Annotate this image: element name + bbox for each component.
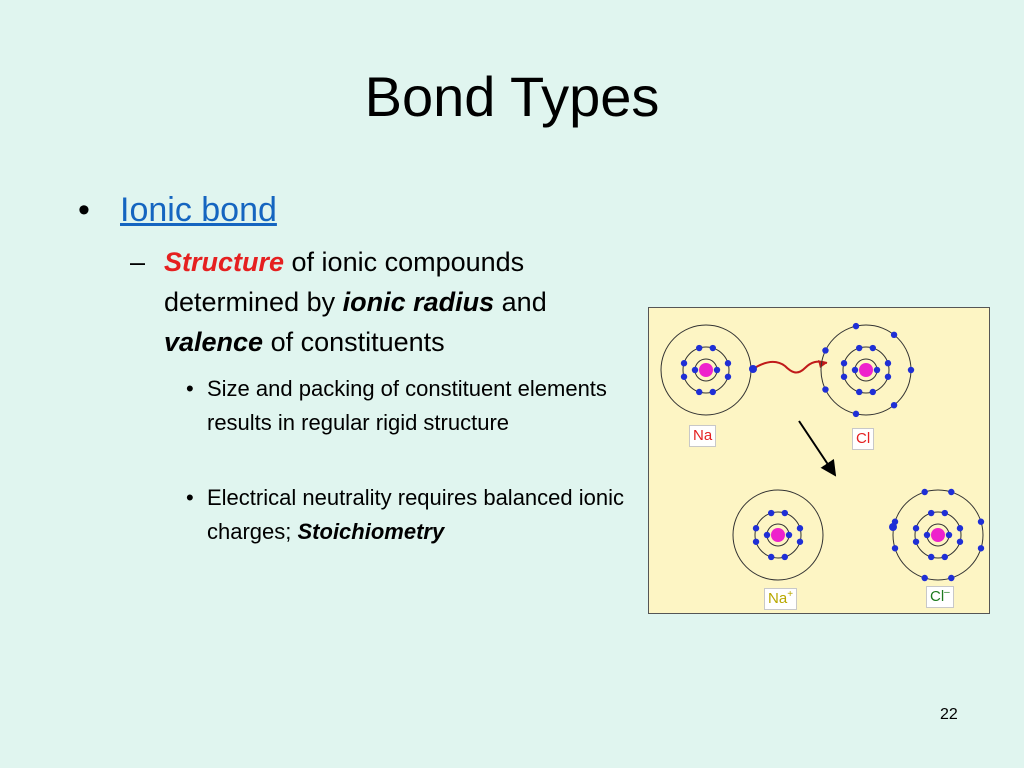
cl-ion-electron (923, 531, 931, 539)
cl-ion-symbol: Cl (930, 588, 945, 605)
na-ion-shell-2 (754, 511, 802, 559)
cl-ion-electron (948, 574, 955, 582)
valence-term: valence (164, 327, 264, 357)
cl-atom-electron (873, 366, 881, 374)
cl-atom-electron (856, 388, 863, 396)
neutrality-text-main: Electrical neutrality requires balanced … (207, 485, 624, 544)
cl-ion-shell-2 (914, 511, 962, 559)
cl-atom-electron (822, 347, 829, 354)
neutrality-text: Electrical neutrality requires balanced … (207, 481, 627, 549)
na-atom-nucleus (699, 363, 713, 377)
cl-ion-electron (921, 488, 928, 496)
cl-ion-electron (977, 545, 985, 552)
size-packing-text: Size and packing of constituent elements… (207, 376, 607, 435)
cl-ion-electron (912, 525, 920, 532)
na-ion-electron (781, 509, 788, 517)
cl-atom-electron (822, 386, 829, 393)
na-atom-electron (724, 373, 732, 380)
na-ion-shell-3 (732, 489, 824, 581)
cl-ion-electron (941, 509, 948, 517)
na-ion-electron (768, 553, 775, 561)
na-ion-electron (763, 531, 771, 539)
na-atom-shell-2 (682, 346, 730, 394)
cl-atom-electron (852, 410, 860, 418)
atoms-drawing (660, 322, 985, 582)
cl-ion-electron (948, 488, 955, 496)
na-atom-electron (709, 388, 716, 396)
na-ion-symbol: Na (768, 590, 788, 607)
na-ion-electron (796, 538, 804, 545)
na-ion-electron (796, 525, 804, 532)
ionic-bond-link[interactable]: Ionic bond (120, 191, 277, 229)
cl-atom-electron (890, 401, 898, 409)
na-atom-electron (696, 344, 703, 352)
na-ion-electron (785, 531, 793, 539)
na-atom-electron (724, 360, 732, 367)
na-ion-label: Na+ (764, 588, 798, 610)
cl-ion-electron (956, 525, 964, 532)
na-atom-electron (713, 366, 721, 374)
cl-ion-electron (891, 545, 899, 552)
cl-atom-nucleus (859, 363, 873, 377)
cl-atom-electron (890, 331, 898, 339)
cl-atom-electron (869, 388, 876, 396)
cl-atom-shell-2 (842, 346, 890, 394)
electron-transfer-arrow (752, 360, 828, 374)
na-atom-label: Na (689, 425, 717, 447)
ionic-radius-term: ionic radius (342, 287, 495, 317)
na-atom-electron (680, 373, 688, 380)
na-ion-electron (752, 525, 760, 532)
slide-title: Bond Types (364, 65, 660, 128)
structure-text-1: of ionic compounds determined by (164, 247, 525, 317)
na-ion-charge: + (787, 589, 794, 600)
cl-ion-electron (928, 553, 935, 561)
na-ion-electron (768, 509, 775, 517)
cl-ion-shell-3 (892, 489, 984, 581)
sub-sub-bullet-dot: • (186, 485, 194, 510)
na-ion-electron (781, 553, 788, 561)
cl-atom-electron (840, 373, 848, 380)
cl-ion-label: Cl– (926, 586, 954, 608)
cl-atom-label: Cl (852, 428, 875, 450)
cl-ion-electron (941, 553, 948, 561)
cl-ion-charge: – (944, 587, 950, 598)
cl-atom-electron (869, 344, 876, 352)
cl-atom-electron (907, 366, 915, 374)
cl-atom-electron (884, 373, 892, 380)
sub-bullet-dash: – (130, 247, 146, 277)
bullet-dot: • (78, 191, 90, 229)
cl-ion-electron (977, 518, 985, 525)
na-atom-electron (696, 388, 703, 396)
na-ion-nucleus (771, 528, 785, 542)
cl-atom-electron (851, 366, 859, 374)
structure-term: Structure (164, 247, 285, 277)
cl-ion-electron (956, 538, 964, 545)
ionic-bond-diagram: Na Cl Na+ Cl– (648, 307, 990, 614)
transfer-arrowhead (818, 360, 827, 368)
na-atom-electron (680, 360, 688, 367)
cl-atom-electron (852, 322, 860, 330)
structure-text-2: and (494, 287, 547, 317)
sub-sub-bullet-dot: • (186, 376, 194, 401)
cl-ion-electron (912, 538, 920, 545)
reaction-arrow (798, 420, 837, 477)
cl-ion-electron (921, 574, 928, 582)
cl-ion-electron (945, 531, 953, 539)
cl-ion-extra-electron (889, 523, 897, 531)
cl-atom-electron (884, 360, 892, 367)
stoichiometry-term: Stoichiometry (297, 519, 445, 544)
cl-atom-electron (856, 344, 863, 352)
page-number: 22 (940, 706, 958, 723)
na-atom-electron (691, 366, 699, 374)
cl-ion-electron (928, 509, 935, 517)
na-ion-electron (752, 538, 760, 545)
sub-bullet-text: Structure of ionic compounds determined … (164, 242, 634, 362)
na-atom-electron (709, 344, 716, 352)
structure-text-3: of constituents (263, 327, 445, 357)
cl-atom-electron (840, 360, 848, 367)
na-valence-electron (749, 365, 757, 373)
cl-ion-nucleus (931, 528, 945, 542)
